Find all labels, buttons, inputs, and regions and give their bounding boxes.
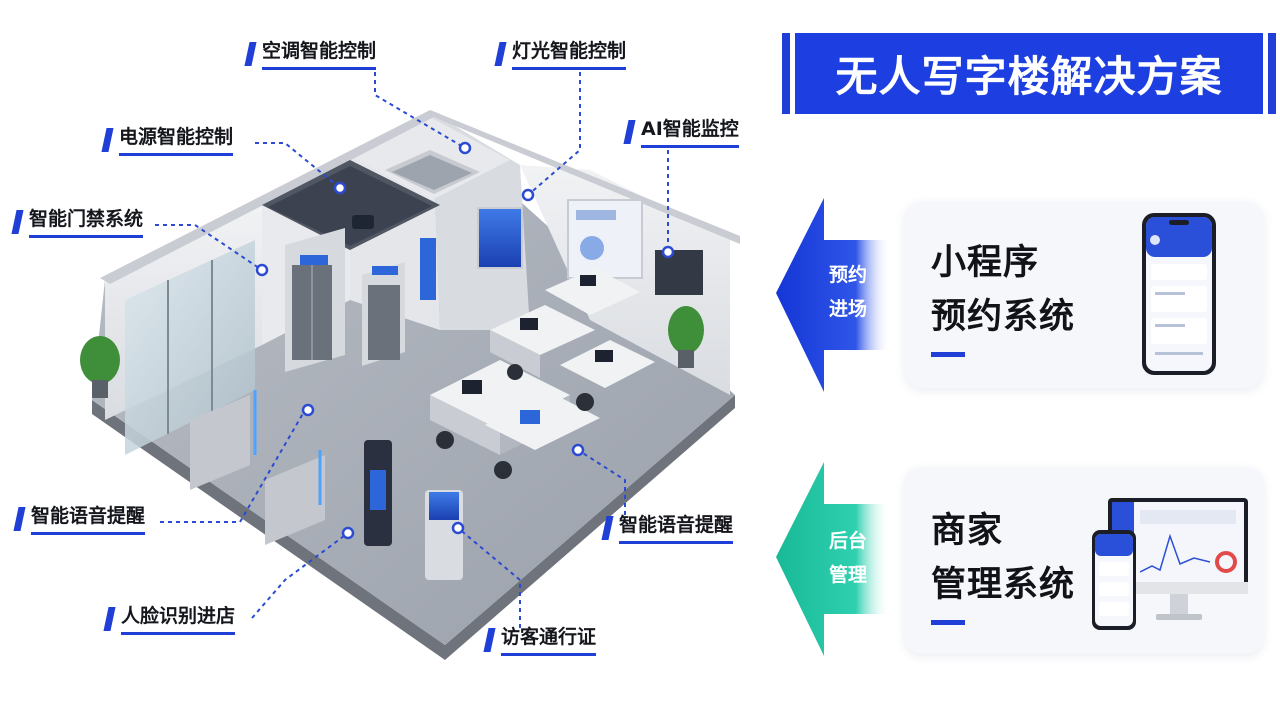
callout-label: 访客通行证 [501, 624, 597, 656]
card-title-line1: 小程序 [931, 243, 1040, 283]
callout-mark [13, 507, 26, 531]
arrow-label-booking: 预约 进场 [818, 258, 878, 326]
monitor-mockup-icon [1092, 498, 1248, 630]
callout-connectors [155, 72, 669, 628]
callout-label: 灯光智能控制 [512, 38, 627, 70]
equipment-room [262, 160, 440, 250]
card-mini-program: 小程序 预约系统 [905, 202, 1263, 388]
title-bar-right [1268, 33, 1276, 114]
callout-door-access: 智能门禁系统 [11, 206, 144, 238]
callout-visitor-pass: 访客通行证 [483, 624, 597, 656]
callout-mark [101, 128, 114, 152]
office-building-illustration [80, 72, 740, 660]
callout-label: 智能语音提醒 [619, 512, 734, 544]
card-title-line2: 预约系统 [931, 297, 1076, 337]
arrow-label-line1: 后台 [828, 530, 867, 552]
arrow-label-line2: 管理 [828, 564, 867, 586]
callout-label: AI智能监控 [641, 116, 739, 148]
card-title-line1: 商家 [931, 511, 1004, 551]
callout-mark [103, 607, 116, 631]
callout-power-control: 电源智能控制 [101, 124, 234, 156]
office-desks [430, 268, 655, 479]
callout-label: 智能语音提醒 [31, 503, 146, 535]
arrow-backend-management [776, 462, 890, 656]
callout-ai-monitoring: AI智能监控 [623, 116, 739, 148]
arrow-label-line1: 预约 [828, 264, 867, 286]
card-merchant-system: 商家 管理系统 [905, 468, 1263, 654]
card-underline [931, 620, 965, 625]
callout-mark [494, 42, 507, 66]
callout-voice-reminder-left: 智能语音提醒 [13, 503, 146, 535]
callout-mark [483, 628, 496, 652]
ac-room [355, 118, 510, 200]
callout-mark [244, 42, 257, 66]
callout-mark [601, 516, 614, 540]
callout-face-recognition: 人脸识别进店 [103, 603, 236, 635]
page-title: 无人写字楼解决方案 [795, 33, 1263, 114]
callout-voice-reminder-right: 智能语音提醒 [601, 512, 734, 544]
plants [80, 306, 704, 398]
callout-label: 电源智能控制 [119, 124, 234, 156]
arrow-booking-entry [776, 198, 890, 392]
callout-anchor-dots [255, 141, 675, 540]
title-banner: 无人写字楼解决方案 [782, 33, 1276, 114]
callout-label: 人脸识别进店 [121, 603, 236, 635]
glass-entrance [125, 240, 255, 455]
title-bar-left [782, 33, 790, 114]
callout-light-control: 灯光智能控制 [494, 38, 627, 70]
callout-label: 智能门禁系统 [29, 206, 144, 238]
phone-mockup-icon [1142, 213, 1216, 375]
card-title-line2: 管理系统 [931, 565, 1076, 605]
callout-mark [11, 210, 24, 234]
callout-ac-control: 空调智能控制 [244, 38, 377, 70]
arrow-label-backend: 后台 管理 [818, 524, 878, 592]
callout-mark [623, 120, 636, 144]
turnstiles [190, 390, 325, 545]
arrow-label-line2: 进场 [828, 298, 867, 320]
wall-screens [420, 199, 703, 300]
callout-label: 空调智能控制 [262, 38, 377, 70]
elevators [285, 228, 405, 372]
card-underline [931, 352, 965, 357]
kiosks [364, 440, 463, 580]
